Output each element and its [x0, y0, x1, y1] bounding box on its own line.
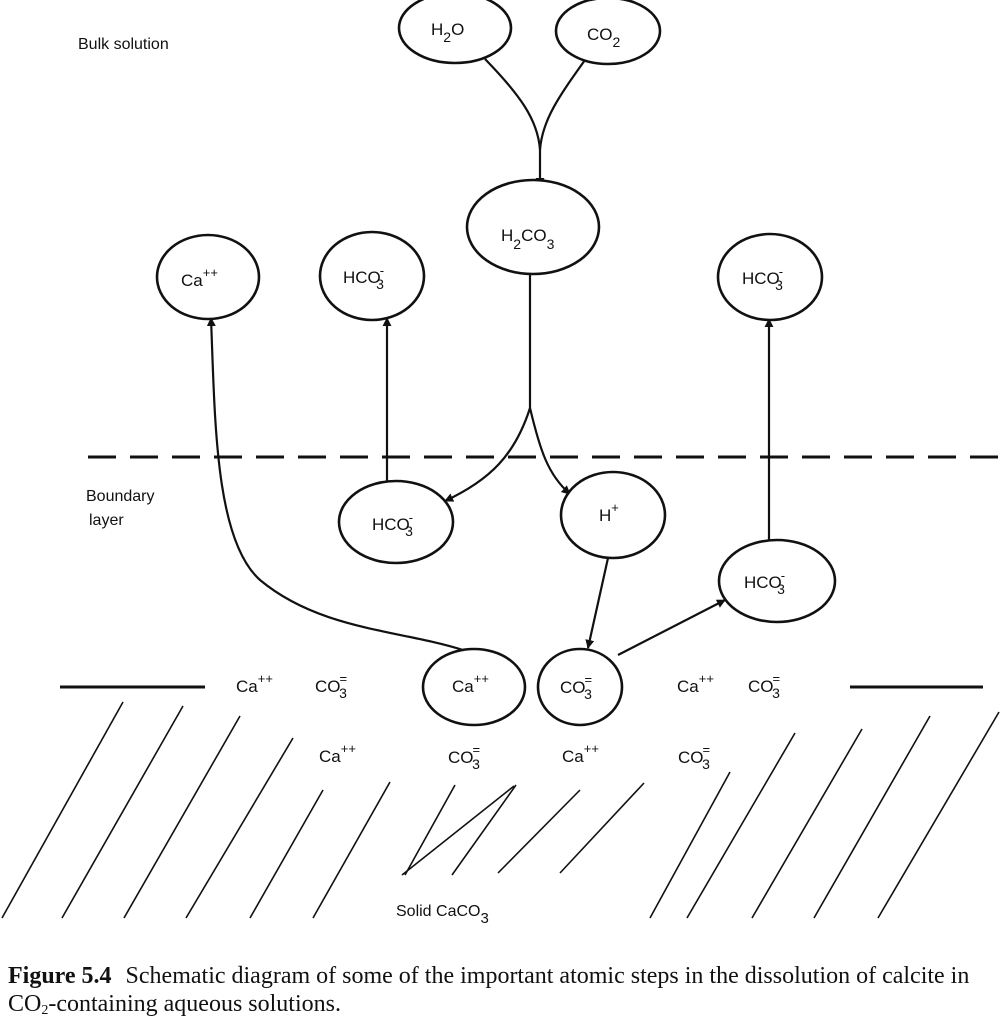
- node-h-plus-ellipse: [561, 472, 665, 558]
- hatch-line: [498, 790, 580, 873]
- boundary-layer-label-line2: layer: [89, 512, 124, 529]
- edge-h2co3-to-h-plus: [530, 408, 570, 494]
- node-h2o: H2O: [399, 0, 511, 63]
- hatch-line: [452, 785, 516, 875]
- edge-h2o-to-h2co3: [485, 59, 540, 150]
- lattice-ion-co3-4: CO=3: [678, 742, 710, 772]
- hatch-line: [124, 716, 240, 918]
- lattice-ion-co3-1: CO=3: [315, 671, 347, 701]
- node-co2: CO2: [556, 0, 660, 64]
- edge-h-plus-to-co3-surface: [588, 558, 608, 648]
- hatch-line: [313, 782, 390, 918]
- node-ca-top: Ca++: [157, 235, 259, 319]
- edge-co3-surface-to-hco3-right: [618, 600, 725, 655]
- hatch-line: [752, 729, 862, 918]
- caption-text-part2: -containing aqueous solutions.: [48, 991, 341, 1017]
- hatch-line: [250, 790, 323, 918]
- lattice-ion-co3-2: CO=3: [748, 671, 780, 701]
- hatch-line: [62, 706, 183, 918]
- hatch-line: [186, 738, 293, 918]
- node-ca-surface: Ca++: [423, 649, 525, 725]
- reaction-arrows: [211, 59, 769, 655]
- hatch-line: [650, 772, 730, 918]
- lattice-ion-ca-4: Ca++: [562, 741, 599, 766]
- hatch-line: [2, 702, 123, 918]
- solid-hatching: [2, 702, 999, 918]
- node-h2co3: H2CO3: [467, 180, 599, 274]
- node-hco3-boundary: HCO-3: [339, 481, 453, 563]
- solid-label-sub: 3: [480, 910, 488, 927]
- lattice-ion-ca-2: Ca++: [677, 671, 714, 696]
- edge-h2co3-to-hco3-boundary: [445, 408, 530, 501]
- figure-number: Figure 5.4: [8, 963, 112, 989]
- lattice-ion-co3-3: CO=3: [448, 742, 480, 772]
- boundary-layer-label-line1: Boundary: [86, 488, 155, 505]
- node-hco3-top-right: HCO-3: [718, 234, 822, 320]
- node-co3-surface: CO=3: [538, 649, 622, 725]
- edge-co2-to-h2co3: [540, 60, 585, 186]
- calcite-dissolution-diagram: Bulk solution Boundary layer Solid CaCO3…: [0, 0, 1008, 955]
- node-ca-surface-ellipse: [423, 649, 525, 725]
- figure-caption: Figure 5.4Schematic diagram of some of t…: [8, 962, 1003, 1018]
- lattice-ion-ca-3: Ca++: [319, 741, 356, 766]
- edge-ca-surface-to-ca-top: [211, 318, 463, 650]
- hatch-line: [878, 712, 999, 918]
- lattice-ion-ca-1: Ca++: [236, 671, 273, 696]
- node-hco3-top-left: HCO-3: [320, 232, 424, 320]
- solid-caco3-label: Solid CaCO3: [396, 903, 489, 927]
- bulk-solution-label: Bulk solution: [78, 36, 169, 53]
- hatch-line: [814, 716, 930, 918]
- node-h-plus: H+: [561, 472, 665, 558]
- solid-label-base: Solid CaCO: [396, 903, 480, 920]
- hatch-line: [405, 785, 455, 875]
- hatch-line: [402, 786, 514, 875]
- node-hco3-right: HCO-3: [719, 540, 835, 622]
